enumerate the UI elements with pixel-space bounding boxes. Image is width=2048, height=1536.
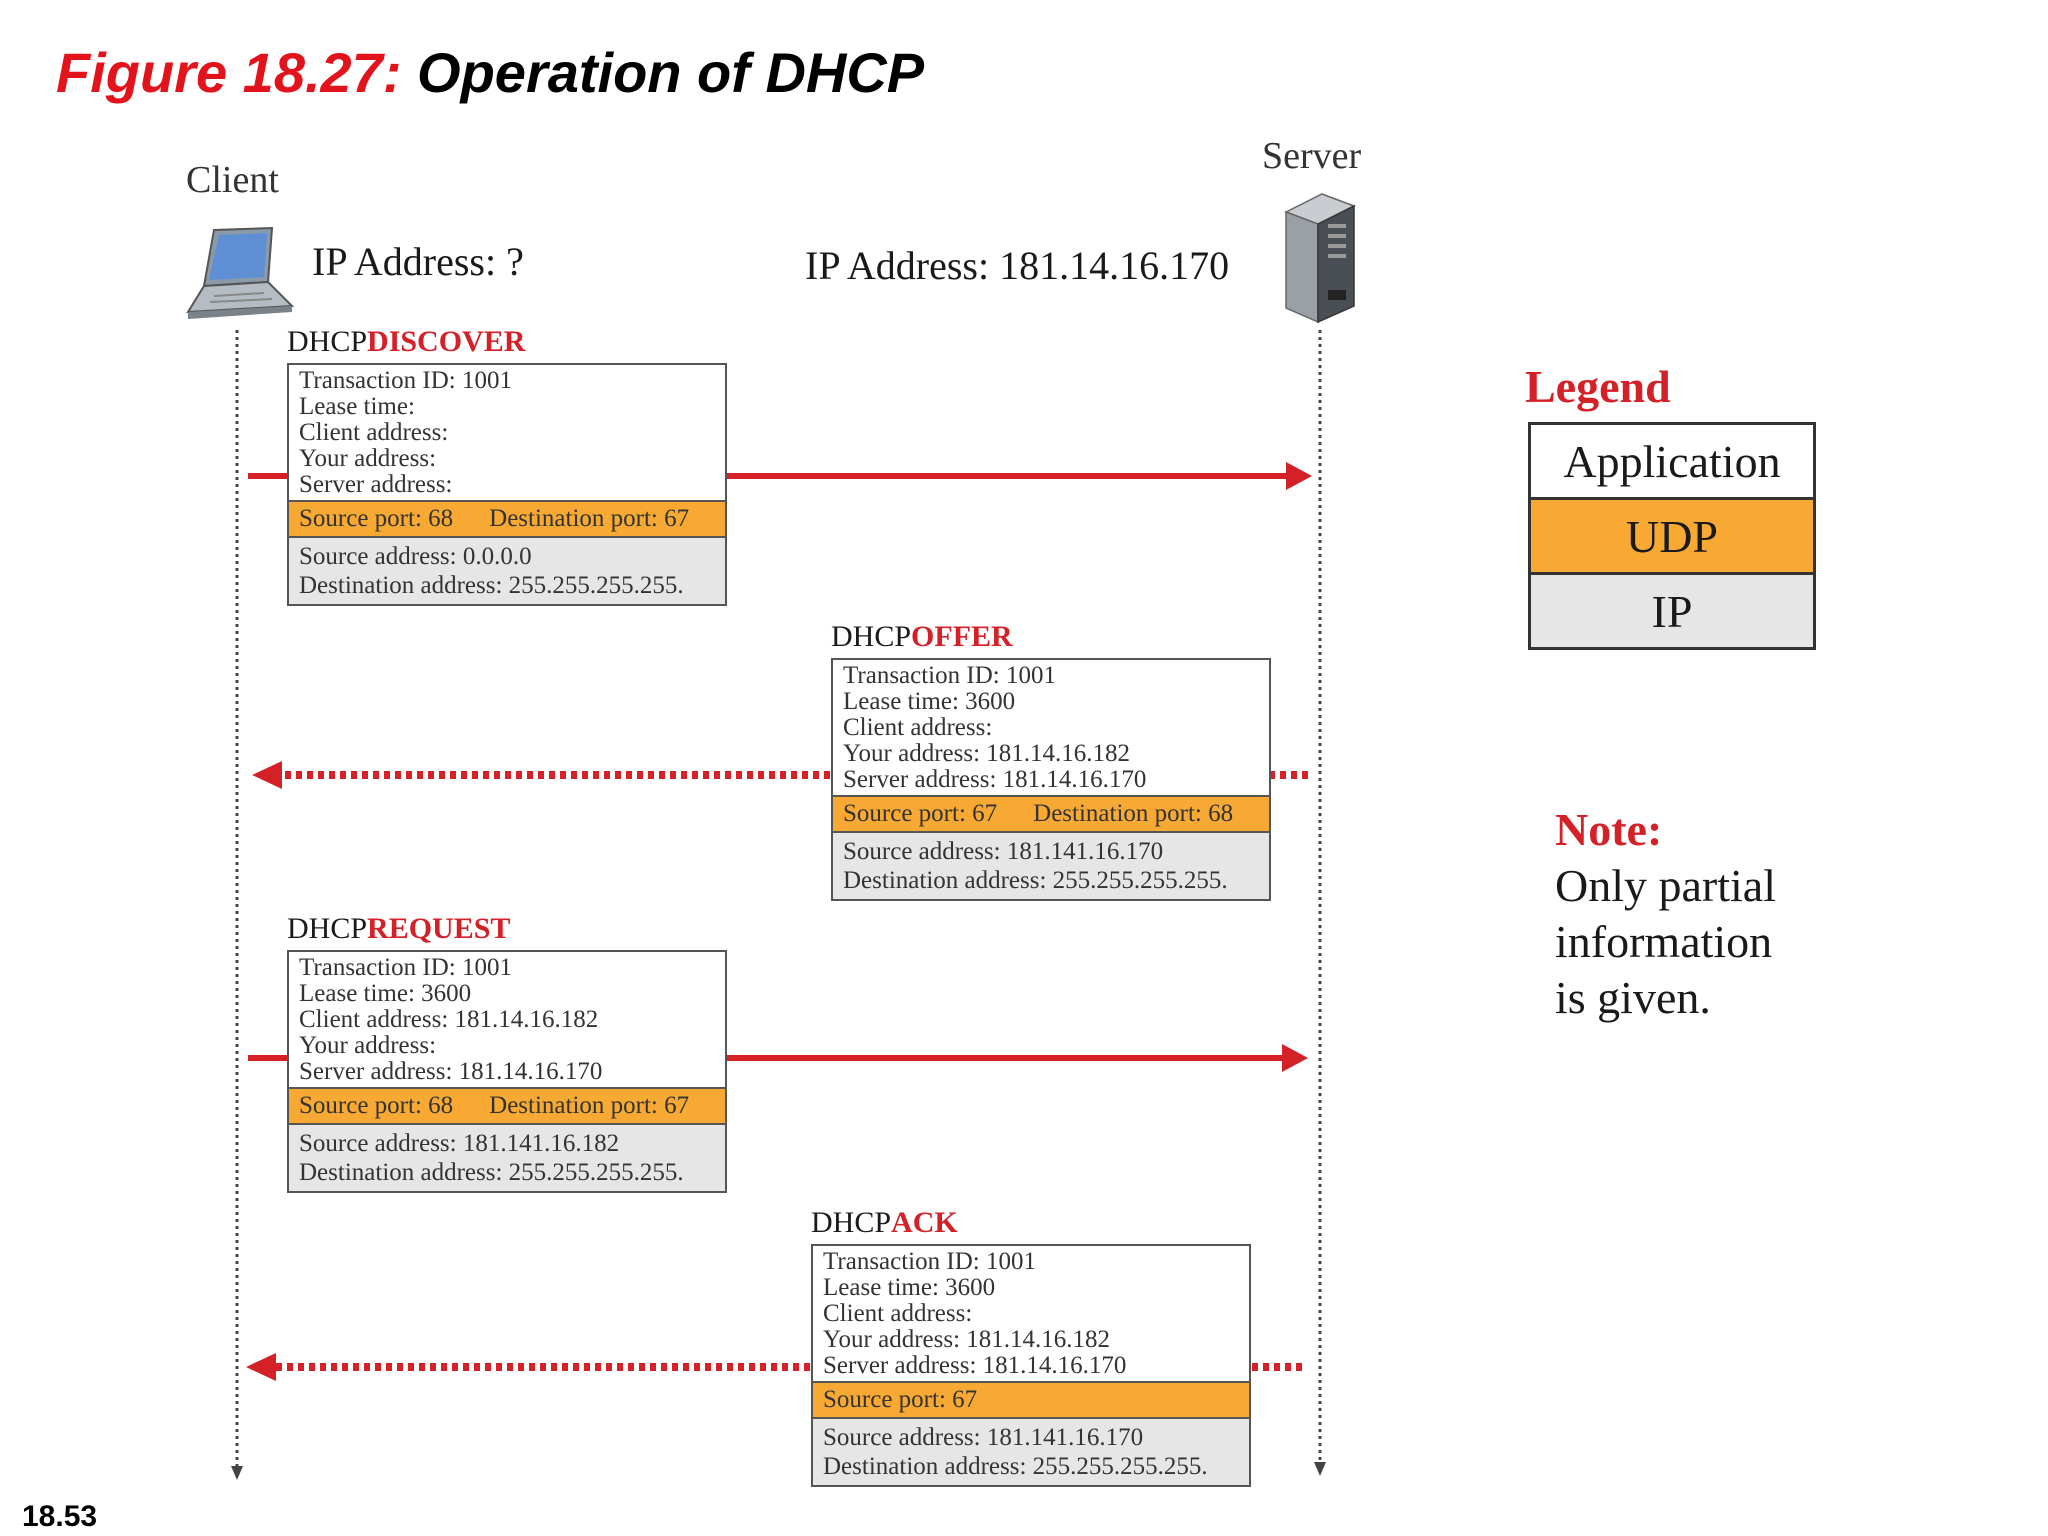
field-source-address: Source address: 181.141.16.170: [843, 838, 1164, 865]
field-lease-time: Lease time:: [299, 393, 415, 420]
server-label: Server: [1262, 135, 1362, 177]
laptop-icon: [186, 226, 295, 319]
field-client-address: Client address: 181.14.16.182: [299, 1006, 599, 1033]
field-destination-port: Destination port: 68: [1033, 800, 1234, 827]
field-transaction-id: Transaction ID: 1001: [823, 1248, 1036, 1275]
udp-layer: Source port: 67 Destination port: 68: [833, 795, 1269, 833]
field-your-address: Your address:: [299, 445, 437, 472]
message-title: DHCPACK: [811, 1206, 958, 1239]
field-server-address: Server address: 181.14.16.170: [843, 766, 1147, 793]
field-lease-time: Lease time: 3600: [823, 1274, 996, 1301]
client-label: Client: [186, 159, 279, 201]
note: Note: Only partial information is given.: [1555, 802, 1776, 1026]
dhcp-offer-message: DHCPOFFER Transaction ID: 1001 Lease tim…: [831, 620, 1271, 901]
field-source-port: Source port: 68: [299, 1092, 454, 1119]
field-destination-address: Destination address: 255.255.255.255.: [299, 1159, 684, 1186]
field-source-address: Source address: 181.141.16.170: [823, 1424, 1144, 1451]
packet-box: Transaction ID: 1001 Lease time: 3600 Cl…: [811, 1244, 1251, 1487]
legend-title: Legend: [1525, 361, 1671, 412]
note-body: Only partial information is given.: [1555, 858, 1776, 1026]
field-source-address: Source address: 181.141.16.182: [299, 1130, 620, 1157]
field-destination-address: Destination address: 255.255.255.255.: [823, 1453, 1208, 1480]
figure-caption: Operation of DHCP: [417, 41, 925, 104]
note-line: is given.: [1555, 972, 1711, 1023]
field-lease-time: Lease time: 3600: [843, 688, 1016, 715]
dhcp-discover-message: DHCPDISCOVER Transaction ID: 1001 Lease …: [287, 325, 727, 606]
server-lifeline-end: [1314, 1462, 1326, 1476]
field-client-address: Client address:: [823, 1300, 973, 1327]
figure-title: Figure 18.27: Operation of DHCP: [56, 40, 924, 105]
field-your-address: Your address: 181.14.16.182: [823, 1326, 1111, 1353]
udp-layer: Source port: 68 Destination port: 67: [289, 1087, 725, 1125]
packet-box: Transaction ID: 1001 Lease time: 3600 Cl…: [831, 658, 1271, 901]
client-lifeline-end: [231, 1466, 243, 1480]
server-ip-label: IP Address: 181.14.16.170: [805, 243, 1230, 288]
discover-arrow: [248, 462, 1312, 490]
ip-layer: Source address: 181.141.16.182 Destinati…: [289, 1125, 725, 1191]
application-layer: Transaction ID: 1001 Lease time: 3600 Cl…: [289, 952, 725, 1087]
message-title: DHCPREQUEST: [287, 912, 511, 945]
field-destination-port: Destination port: 67: [489, 1092, 690, 1119]
note-title: Note:: [1555, 804, 1663, 855]
message-title: DHCPOFFER: [831, 620, 1013, 653]
field-destination-port: Destination port: 67: [489, 505, 690, 532]
field-server-address: Server address: 181.14.16.170: [823, 1352, 1127, 1379]
slide-number: 18.53: [22, 1500, 98, 1533]
field-client-address: Client address:: [299, 419, 449, 446]
request-arrow: [248, 1044, 1308, 1072]
figure-number: Figure 18.27:: [56, 41, 402, 104]
ip-layer: Source address: 181.141.16.170 Destinati…: [833, 833, 1269, 899]
note-line: Only partial: [1555, 860, 1776, 911]
udp-layer: Source port: 67: [813, 1381, 1249, 1419]
server-tower-icon: [1284, 193, 1356, 324]
field-lease-time: Lease time: 3600: [299, 980, 472, 1007]
field-destination-address: Destination address: 255.255.255.255.: [843, 867, 1228, 894]
legend-udp: UDP: [1531, 497, 1813, 572]
application-layer: Transaction ID: 1001 Lease time: 3600 Cl…: [813, 1246, 1249, 1381]
application-layer: Transaction ID: 1001 Lease time: 3600 Cl…: [833, 660, 1269, 795]
offer-arrow: [252, 761, 1308, 789]
field-source-port: Source port: 67: [843, 800, 998, 827]
field-your-address: Your address:: [299, 1032, 437, 1059]
field-your-address: Your address: 181.14.16.182: [843, 740, 1131, 767]
field-destination-address: Destination address: 255.255.255.255.: [299, 572, 684, 599]
dhcp-request-message: DHCPREQUEST Transaction ID: 1001 Lease t…: [287, 912, 727, 1193]
legend-application: Application: [1531, 425, 1813, 497]
application-layer: Transaction ID: 1001 Lease time: Client …: [289, 365, 725, 500]
field-transaction-id: Transaction ID: 1001: [299, 954, 512, 981]
udp-layer: Source port: 68 Destination port: 67: [289, 500, 725, 538]
note-line: information: [1555, 916, 1773, 967]
field-source-port: Source port: 67: [823, 1386, 978, 1413]
packet-box: Transaction ID: 1001 Lease time: 3600 Cl…: [287, 950, 727, 1193]
field-server-address: Server address: 181.14.16.170: [299, 1058, 603, 1085]
field-transaction-id: Transaction ID: 1001: [843, 662, 1056, 689]
field-client-address: Client address:: [843, 714, 993, 741]
field-server-address: Server address:: [299, 471, 453, 498]
field-source-port: Source port: 68: [299, 505, 454, 532]
legend: Application UDP IP: [1528, 422, 1816, 650]
ip-layer: Source address: 181.141.16.170 Destinati…: [813, 1419, 1249, 1485]
client-ip-label: IP Address: ?: [312, 239, 524, 284]
message-title: DHCPDISCOVER: [287, 325, 526, 358]
ack-arrow: [246, 1353, 1302, 1381]
packet-box: Transaction ID: 1001 Lease time: Client …: [287, 363, 727, 606]
ip-layer: Source address: 0.0.0.0 Destination addr…: [289, 538, 725, 604]
legend-ip: IP: [1531, 572, 1813, 647]
field-transaction-id: Transaction ID: 1001: [299, 367, 512, 394]
field-source-address: Source address: 0.0.0.0: [299, 543, 532, 570]
dhcp-ack-message: DHCPACK Transaction ID: 1001 Lease time:…: [811, 1206, 1251, 1487]
